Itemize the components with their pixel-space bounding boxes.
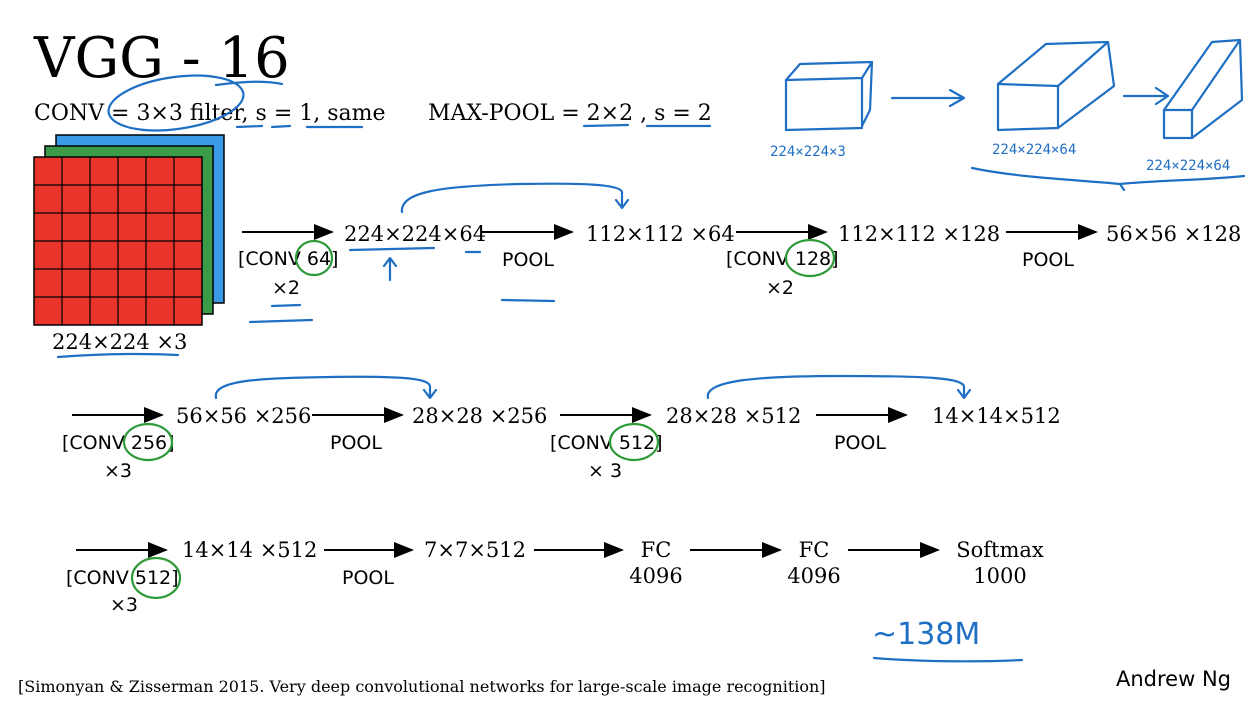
layer-output-dims: 28×28 ×256 (412, 404, 547, 428)
output-annotations (348, 246, 482, 282)
layer-output-dims: 112×112 ×128 (838, 222, 1000, 246)
conv-repeat-label: ×2 (766, 277, 794, 299)
conv-block-label: [CONV 64] (238, 248, 338, 270)
row-1: [CONV 64] ×2 224×224×64 POOL 112×112 ×64… (238, 182, 1241, 324)
author-credit: Andrew Ng (1116, 667, 1231, 691)
conv-block-label: [CONV 512] (550, 432, 663, 454)
layer-output-dims: 56×56 ×128 (1106, 222, 1241, 246)
maxpool-definition: MAX-POOL = 2×2 , s = 2 (428, 101, 712, 126)
conv-block-label: [CONV 128] (726, 248, 839, 270)
pool-label: POOL (834, 432, 886, 454)
conv-512-circle-annotation (130, 556, 182, 600)
conv-repeat-label: ×3 (110, 594, 138, 616)
handwritten-dims-3: 224×224×64 (1146, 158, 1230, 174)
repeat-underlines (248, 303, 314, 324)
input-dims-underline (56, 352, 180, 359)
pool-label: POOL (330, 432, 382, 454)
input-dims-label: 224×224 ×3 (52, 330, 187, 354)
fc-layer-units: 4096 (787, 564, 840, 588)
handwritten-volume-sketch (784, 38, 1246, 192)
handwritten-dims-1: 224×224×3 (770, 144, 846, 160)
conv-256-circle-annotation (122, 422, 174, 462)
layer-output-dims: 7×7×512 (424, 538, 526, 562)
row-3: [CONV 512] ×3 14×14 ×512 POOL 7×7×512 FC… (66, 538, 1044, 616)
layer-output-dims: 112×112 ×64 (586, 222, 735, 246)
pool-label: POOL (1022, 249, 1074, 271)
input-image-volume (33, 134, 225, 326)
layer-output-dims: 14×14 ×512 (182, 538, 317, 562)
conv-repeat-label: × 3 (588, 460, 622, 482)
param-count-underline (872, 656, 1024, 663)
pool-def-underlines (582, 123, 712, 128)
conv-repeat-label: ×3 (104, 460, 132, 482)
conv-64-circle-annotation (294, 239, 334, 277)
layer-output-dims: 56×56 ×256 (176, 404, 311, 428)
conv-def-underlines (235, 124, 364, 129)
layer-output-dims: 28×28 ×512 (666, 404, 801, 428)
softmax-label: Softmax (956, 538, 1044, 562)
layer-output-dims: 14×14×512 (932, 404, 1061, 428)
title-underline (214, 80, 284, 87)
pool-label: POOL (502, 249, 554, 271)
layer-output-dims: 224×224×64 (344, 222, 486, 246)
row-2: [CONV 256] ×3 56×56 ×256 POOL 28×28 ×256… (62, 374, 1061, 482)
conv-512-circle-annotation (608, 422, 660, 462)
param-count-annotation: ~138M (872, 617, 980, 652)
conv-128-circle-annotation (784, 238, 836, 278)
conv-repeat-label: ×2 (272, 277, 300, 299)
citation: [Simonyan & Zisserman 2015. Very deep co… (18, 677, 826, 696)
bracket-annotation (214, 375, 438, 400)
conv-block-label: [CONV 256] (62, 432, 175, 454)
pool-label: POOL (342, 567, 394, 589)
bracket-annotation (706, 374, 972, 400)
handwritten-dims-2: 224×224×64 (992, 142, 1076, 158)
conv-definition: CONV = 3×3 filter, s = 1, same (34, 101, 386, 126)
fc-layer-label: FC (641, 538, 672, 562)
conv-block-label: [CONV 512] (66, 567, 179, 589)
fc-layer-label: FC (799, 538, 830, 562)
filter-circle-annotation (107, 74, 245, 132)
softmax-units: 1000 (973, 564, 1026, 588)
pool-underline (500, 298, 556, 303)
fc-layer-units: 4096 (629, 564, 682, 588)
bracket-annotation (400, 182, 630, 214)
